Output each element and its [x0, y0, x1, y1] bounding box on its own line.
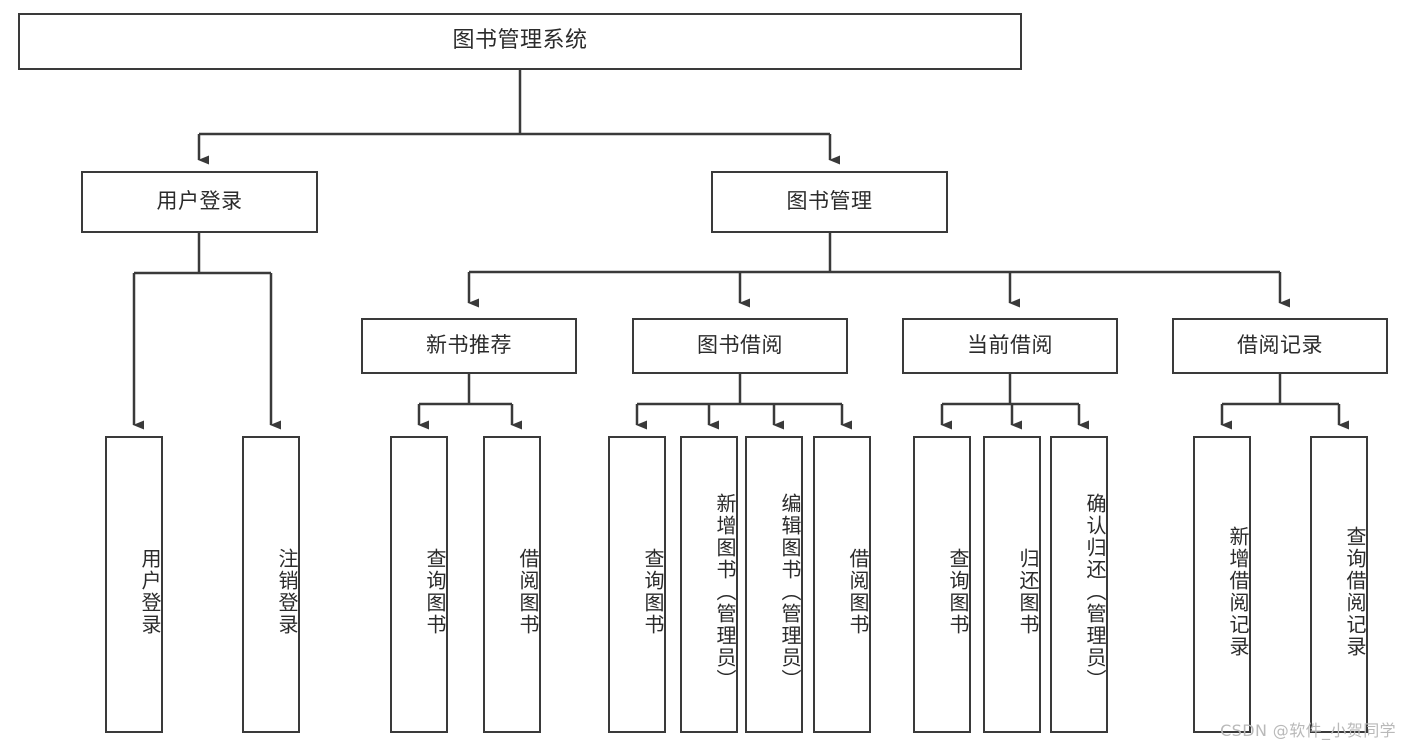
node-label: 当前借阅: [967, 333, 1053, 358]
node-borrow-record[interactable]: 借阅记录: [1172, 318, 1388, 374]
node-label: 新增图书（管理员）: [713, 492, 737, 691]
node-label: 归还图书: [1016, 547, 1040, 636]
node-book-management[interactable]: 图书管理: [711, 171, 948, 233]
node-label: 新书推荐: [426, 333, 512, 358]
leaf-user-login[interactable]: 用户登录: [105, 436, 163, 733]
leaf-borrowrecord-add-record[interactable]: 新增借阅记录: [1193, 436, 1251, 733]
leaf-newbook-borrow-book[interactable]: 借阅图书: [483, 436, 541, 733]
node-label: 查询图书: [641, 547, 665, 636]
leaf-currentborrow-confirm-return-admin[interactable]: 确认归还（管理员）: [1050, 436, 1108, 733]
node-label: 查询图书: [423, 547, 447, 636]
leaf-newbook-query-book[interactable]: 查询图书: [390, 436, 448, 733]
node-label: 用户登录: [138, 547, 162, 636]
node-label: 图书借阅: [697, 333, 783, 358]
leaf-bookborrow-edit-book-admin[interactable]: 编辑图书（管理员）: [745, 436, 803, 733]
leaf-bookborrow-add-book-admin[interactable]: 新增图书（管理员）: [680, 436, 738, 733]
node-label: 注销登录: [275, 547, 299, 636]
node-current-borrow[interactable]: 当前借阅: [902, 318, 1118, 374]
node-label: 查询借阅记录: [1343, 525, 1367, 658]
node-new-book-recommend[interactable]: 新书推荐: [361, 318, 577, 374]
node-label: 查询图书: [946, 547, 970, 636]
leaf-currentborrow-return-book[interactable]: 归还图书: [983, 436, 1041, 733]
node-label: 借阅图书: [846, 547, 870, 636]
node-user-login[interactable]: 用户登录: [81, 171, 318, 233]
csdn-watermark: CSDN @软件_小贺同学: [1220, 721, 1396, 740]
node-label: 借阅图书: [516, 547, 540, 636]
node-label: 图书管理: [786, 189, 873, 214]
node-label: 确认归还（管理员）: [1083, 492, 1107, 691]
node-root-book-management-system[interactable]: 图书管理系统: [18, 13, 1022, 70]
leaf-borrowrecord-query-record[interactable]: 查询借阅记录: [1310, 436, 1368, 733]
node-label: 编辑图书（管理员）: [778, 492, 802, 691]
node-label: 用户登录: [156, 189, 243, 214]
leaf-bookborrow-query-book[interactable]: 查询图书: [608, 436, 666, 733]
leaf-bookborrow-borrow-book[interactable]: 借阅图书: [813, 436, 871, 733]
node-label: 借阅记录: [1237, 333, 1323, 358]
node-label: 新增借阅记录: [1226, 525, 1250, 658]
leaf-currentborrow-query-book[interactable]: 查询图书: [913, 436, 971, 733]
leaf-logout[interactable]: 注销登录: [242, 436, 300, 733]
node-label: 图书管理系统: [452, 28, 588, 54]
node-book-borrow[interactable]: 图书借阅: [632, 318, 848, 374]
